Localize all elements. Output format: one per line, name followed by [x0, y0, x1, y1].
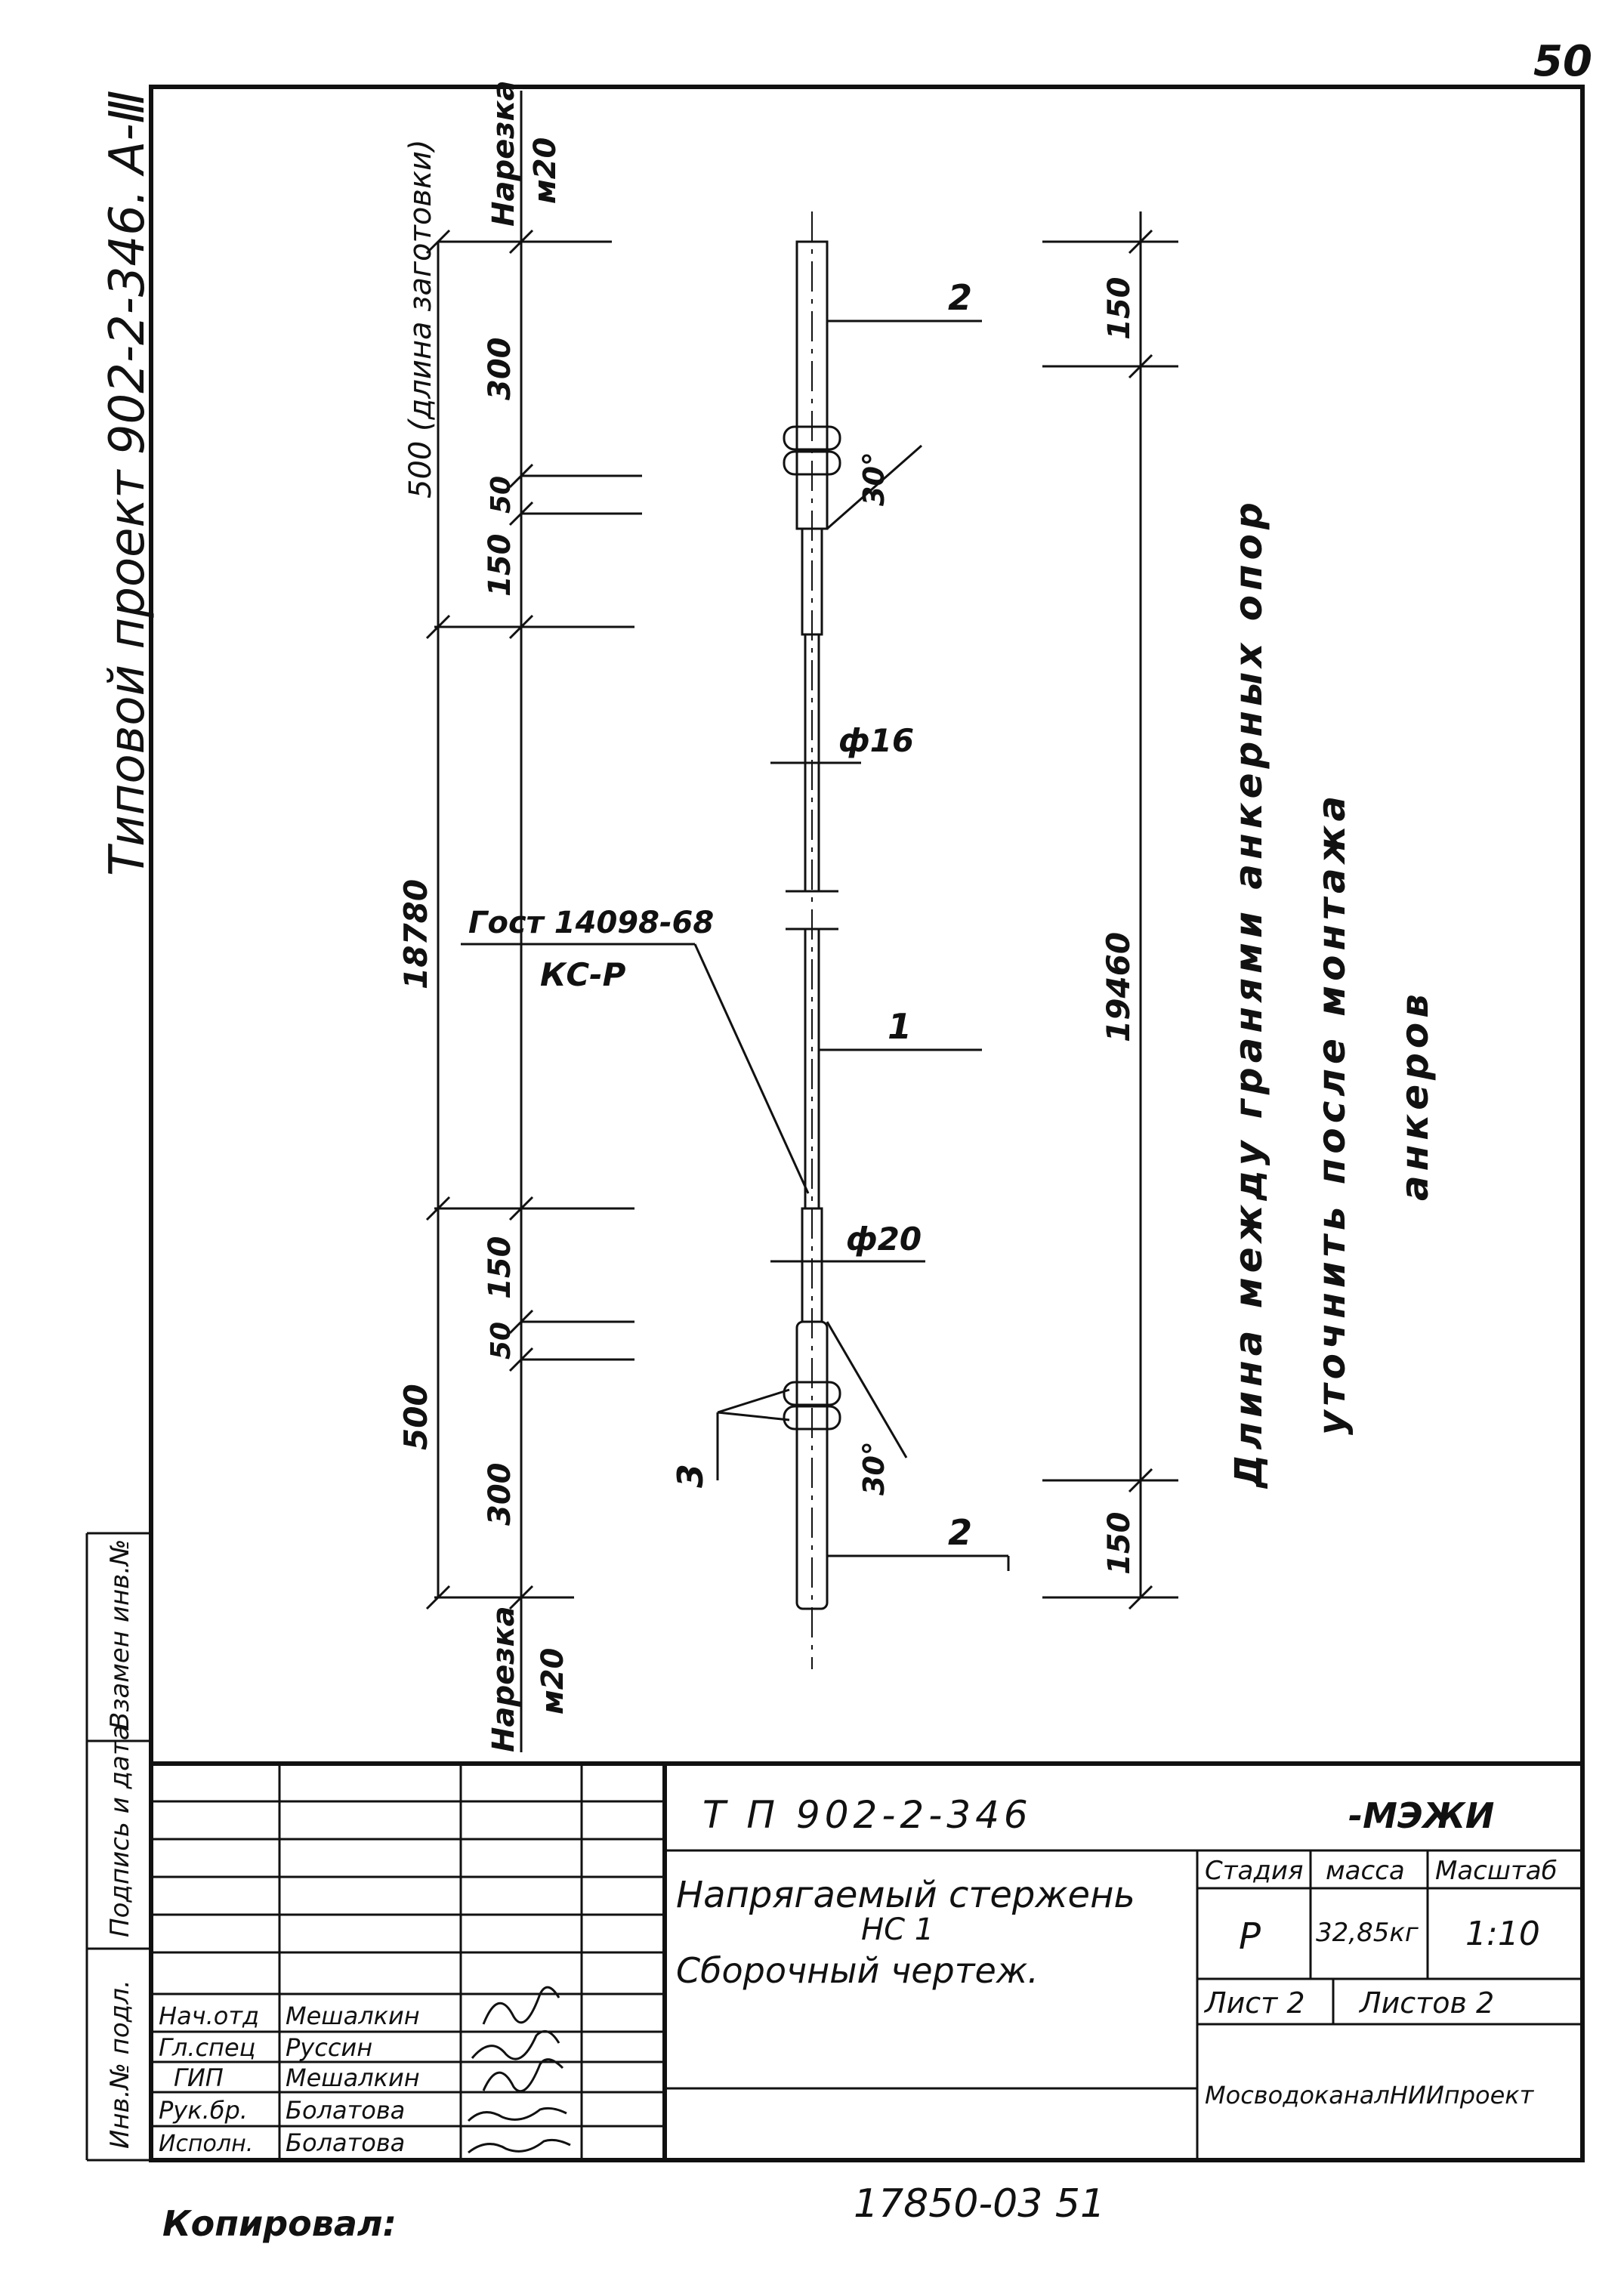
role-5: Исполн.: [159, 2131, 253, 2157]
bottom-nut: [783, 1381, 841, 1406]
dim-500-bottom: 500: [397, 1384, 434, 1450]
mass-header: масса: [1326, 1856, 1405, 1886]
dim-19460: 19460: [1100, 932, 1137, 1042]
dim-150-bottom: 150: [483, 1236, 517, 1300]
item-title-line2: НС 1: [861, 1912, 934, 1947]
top-threading-size: м20: [528, 137, 563, 204]
signature-mark-2: [471, 2029, 560, 2060]
note-line-1: Длина между гранями анкерных опор: [1227, 498, 1270, 1489]
dia-16-label: ф16: [838, 722, 914, 759]
role-2: Гл.спец: [159, 2033, 255, 2062]
sheets-label: Листов 2: [1358, 1986, 1494, 2020]
title-block: Т П 902-2-346 -МЭЖИ Напрягаемый стержень…: [151, 1761, 1582, 2160]
project-title: Типовой проект 902-2-346. А-Ⅲ: [100, 90, 156, 876]
item-subtitle: Сборочный чертеж.: [676, 1950, 1039, 1991]
signature-mark-3: [482, 2058, 564, 2093]
position-2-bottom: 2: [948, 1512, 972, 1553]
signature-mark-4: [467, 2107, 567, 2122]
angle-bottom: 30°: [857, 1441, 891, 1495]
name-4: Болатова: [286, 2096, 405, 2125]
stage-value: Р: [1239, 1915, 1261, 1958]
page-number: 50: [1533, 37, 1592, 86]
footer-archive-number: 17850-03 51: [854, 2181, 1105, 2227]
bottom-threading-label: Нарезка: [486, 1606, 521, 1752]
footer-copied-by: Копировал:: [162, 2203, 397, 2244]
name-1: Мешалкин: [286, 2002, 420, 2030]
dim-300-top: 300: [483, 338, 517, 401]
replace-inv-field: Взамен инв.№: [105, 1539, 135, 1730]
organization: МосводоканалНИИпроект: [1205, 2081, 1535, 2110]
position-1: 1: [888, 1006, 912, 1047]
signature-mark-5: [468, 2138, 571, 2154]
gost-label: Гост 14098-68: [468, 906, 714, 940]
blank-length-label: 500 (длина заготовки): [403, 139, 438, 498]
signature-date-field: Подпись и дата: [105, 1724, 135, 1937]
stage-header: Стадия: [1205, 1856, 1303, 1886]
role-3: ГИП: [174, 2063, 224, 2092]
signature-mark-1: [482, 1986, 560, 2025]
name-3: Мешалкин: [286, 2063, 420, 2092]
dim-50-bottom: 50: [486, 1322, 517, 1360]
dim-150-top: 150: [483, 534, 517, 597]
angle-top: 30°: [857, 452, 891, 506]
note-line-3: анкеров: [1393, 989, 1437, 1201]
dia-20-label: ф20: [846, 1221, 922, 1258]
scale-value: 1:10: [1465, 1915, 1540, 1953]
role-4: Рук.бр.: [159, 2096, 248, 2125]
bottom-threading-size: м20: [536, 1648, 570, 1715]
scale-header: Масштаб: [1435, 1856, 1558, 1886]
note-line-2: уточнить после монтажа: [1310, 792, 1354, 1435]
dim-150-right-bottom: 150: [1102, 1512, 1137, 1576]
mass-value: 32,85кг: [1316, 1918, 1419, 1948]
top-nut: [783, 425, 841, 451]
sheet-frame: [149, 85, 1585, 2162]
name-5: Болатова: [286, 2128, 405, 2157]
inv-number-field: Инв.№ подл.: [105, 1980, 135, 2149]
item-title-line1: Напрягаемый стержень: [676, 1874, 1135, 1916]
role-1: Нач.отд: [159, 2002, 259, 2030]
dim-150-right-top: 150: [1102, 277, 1137, 341]
position-2-top: 2: [948, 277, 972, 318]
weld-label: КС-Р: [540, 956, 626, 993]
left-approval-strip: Взамен инв.№ Подпись и дата Инв.№ подл.: [85, 1532, 151, 2162]
doc-code: Т П 902-2-346: [702, 1793, 1033, 1837]
dim-300-bottom: 300: [483, 1463, 517, 1526]
sheet-label: Лист 2: [1203, 1986, 1305, 2020]
rod-drawing: Нарезка м20 500 (длина заготовки) 300 50…: [397, 80, 1437, 1752]
doc-suffix: -МЭЖИ: [1348, 1795, 1494, 1836]
rod-bottom-end: [795, 1320, 829, 1610]
dim-18780: 18780: [397, 879, 434, 989]
dim-50-top: 50: [486, 476, 517, 514]
position-3: 3: [670, 1464, 711, 1488]
top-threading-label: Нарезка: [486, 80, 521, 227]
name-2: Руссин: [286, 2033, 372, 2062]
